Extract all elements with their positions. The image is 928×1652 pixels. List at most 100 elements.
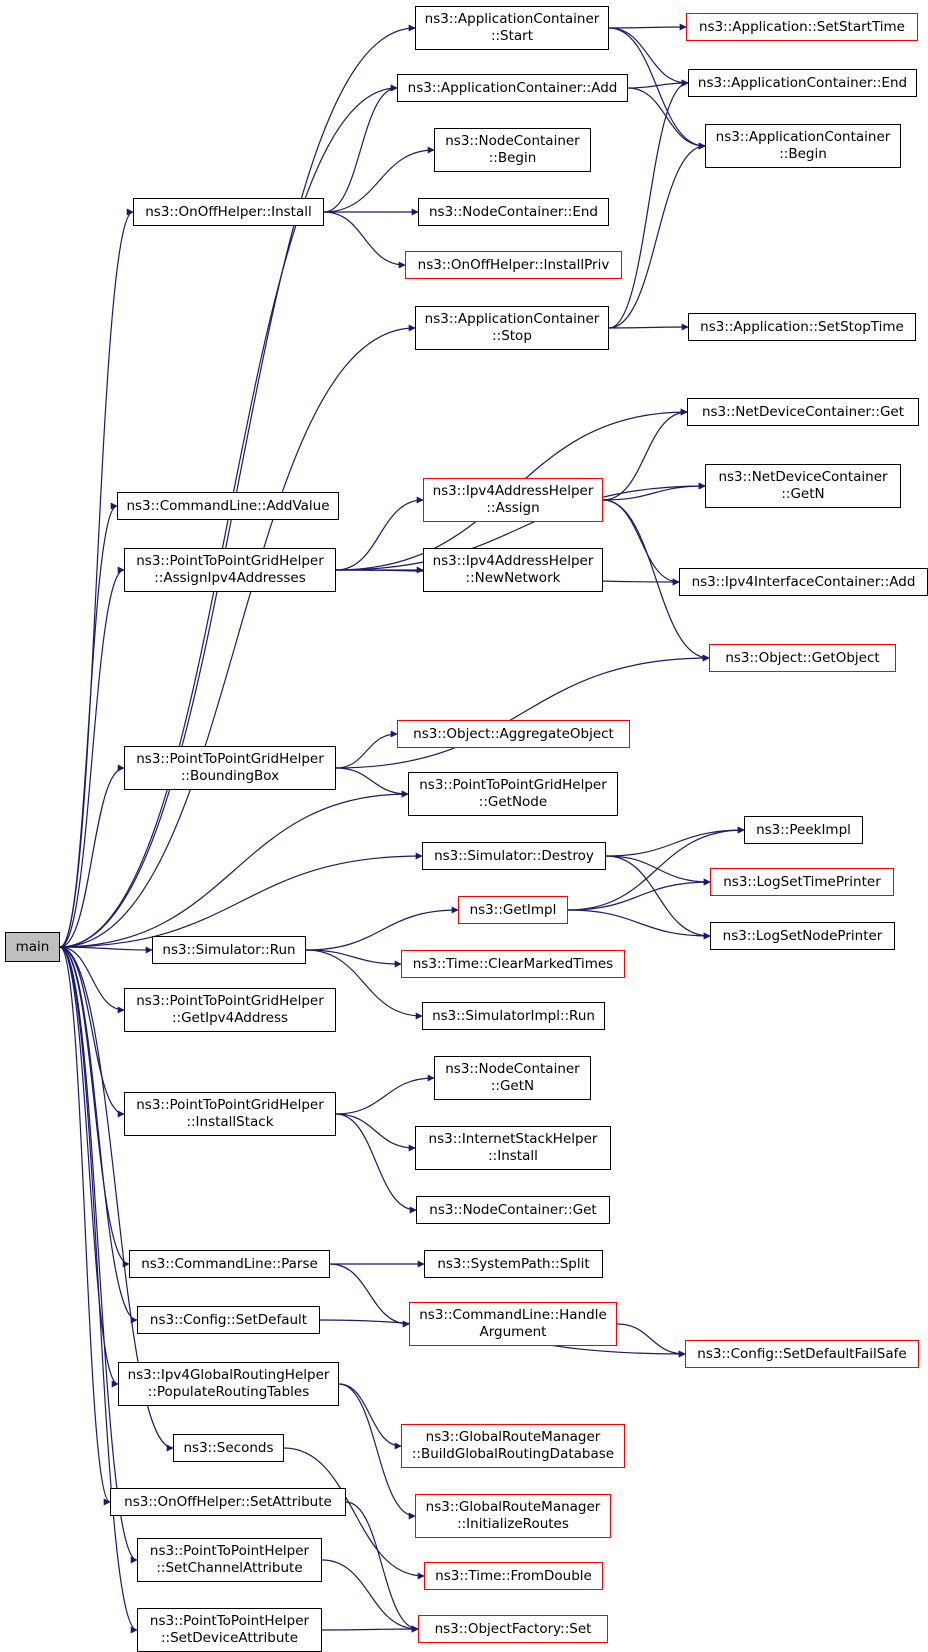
node-label: ::GetN — [781, 486, 825, 502]
edge-getimpl-to-logsetnode — [567, 909, 711, 940]
node-nc-begin[interactable]: ns3::NodeContainer::Begin — [434, 128, 591, 172]
node-label: ns3::CommandLine::Parse — [141, 1255, 318, 1272]
node-label: ns3::ObjectFactory::Set — [434, 1620, 592, 1637]
node-label: ns3::Seconds — [183, 1439, 274, 1456]
node-getimpl[interactable]: ns3::GetImpl — [458, 896, 568, 924]
node-ndc-getn[interactable]: ns3::NetDeviceContainer::GetN — [705, 464, 901, 508]
node-ipv4ic-add[interactable]: ns3::Ipv4InterfaceContainer::Add — [679, 568, 928, 596]
node-label: ns3::PointToPointGridHelper — [419, 777, 607, 793]
node-logsetnode[interactable]: ns3::LogSetNodePrinter — [710, 922, 895, 950]
edge-ipv4-assign-to-ipv4ic-add — [602, 499, 680, 586]
node-p2pg-getnode[interactable]: ns3::PointToPointGridHelper::GetNode — [408, 772, 618, 816]
edge-p2pg-bbox-to-obj-getobject — [335, 654, 710, 769]
edge-p2pg-installstack-to-ish-install — [335, 1113, 416, 1152]
node-p2pg-getipv4[interactable]: ns3::PointToPointGridHelper::GetIpv4Addr… — [124, 988, 336, 1032]
node-obj-getobject[interactable]: ns3::Object::GetObject — [709, 644, 896, 672]
node-app-start[interactable]: ns3::ApplicationContainer::Start — [415, 6, 609, 50]
node-app-begin[interactable]: ns3::ApplicationContainer::Begin — [705, 124, 901, 168]
edge-main-to-p2pg-installstack — [59, 946, 125, 1118]
edge-app-stop-to-app-begin — [608, 142, 706, 329]
node-label: main — [15, 938, 50, 955]
node-cmd-parse[interactable]: ns3::CommandLine::Parse — [129, 1250, 330, 1278]
node-label: ::BoundingBox — [180, 768, 280, 784]
node-cfg-failsafe[interactable]: ns3::Config::SetDefaultFailSafe — [685, 1340, 919, 1368]
edge-seconds-to-time-fromdouble — [283, 1447, 425, 1580]
node-label: ns3::GlobalRouteManager — [425, 1429, 601, 1445]
node-onoff-install[interactable]: ns3::OnOffHelper::Install — [133, 198, 324, 226]
node-label: ns3::OnOffHelper::InstallPriv — [417, 256, 610, 273]
node-app-add[interactable]: ns3::ApplicationContainer::Add — [397, 74, 628, 102]
edge-ipv4-assign-to-ndc-getn — [602, 482, 706, 501]
node-ndc-get[interactable]: ns3::NetDeviceContainer::Get — [687, 398, 919, 426]
edge-main-to-p2pg-getipv4 — [59, 946, 125, 1014]
node-objfactory-set[interactable]: ns3::ObjectFactory::Set — [418, 1615, 608, 1643]
node-cmd-addvalue[interactable]: ns3::CommandLine::AddValue — [117, 492, 339, 520]
node-label: ns3::PointToPointGridHelper — [136, 1097, 324, 1113]
node-nc-get[interactable]: ns3::NodeContainer::Get — [416, 1196, 610, 1224]
node-label: ns3::ApplicationContainer::Add — [407, 79, 618, 96]
node-grm-init[interactable]: ns3::GlobalRouteManager::InitializeRoute… — [415, 1494, 611, 1538]
node-label: ns3::Object::AggregateObject — [413, 725, 614, 742]
edge-main-to-onoff-setattr — [59, 946, 111, 1506]
edge-sim-destroy-to-peekimpl — [605, 826, 745, 857]
node-app-setstop[interactable]: ns3::Application::SetStopTime — [688, 313, 916, 341]
node-label: ns3::OnOffHelper::SetAttribute — [124, 1493, 332, 1510]
edge-app-stop-to-app-end — [608, 79, 689, 329]
edge-onoff-install-to-nc-begin — [323, 146, 435, 213]
node-time-clear[interactable]: ns3::Time::ClearMarkedTimes — [401, 950, 625, 978]
node-nc-getn[interactable]: ns3::NodeContainer::GetN — [434, 1056, 591, 1100]
edge-p2p-setchannel-to-objfactory-set — [321, 1559, 419, 1633]
node-grm-build[interactable]: ns3::GlobalRouteManager::BuildGlobalRout… — [401, 1424, 625, 1468]
node-simimpl-run[interactable]: ns3::SimulatorImpl::Run — [422, 1002, 605, 1030]
node-seconds[interactable]: ns3::Seconds — [173, 1434, 284, 1462]
node-app-stop[interactable]: ns3::ApplicationContainer::Stop — [415, 306, 609, 350]
node-label: ns3::NodeContainer::Get — [429, 1201, 597, 1218]
node-label: ns3::GlobalRouteManager — [425, 1499, 601, 1515]
node-app-end[interactable]: ns3::ApplicationContainer::End — [688, 69, 917, 97]
node-label: ns3::Simulator::Run — [162, 941, 296, 958]
edge-getimpl-to-logsettime — [567, 878, 711, 911]
node-label: ns3::Config::SetDefaultFailSafe — [697, 1345, 907, 1362]
node-p2pg-assign[interactable]: ns3::PointToPointGridHelper::AssignIpv4A… — [124, 548, 336, 592]
edge-app-start-to-app-begin — [608, 27, 706, 150]
edge-main-to-ipv4grh-populate — [59, 946, 119, 1388]
node-ish-install[interactable]: ns3::InternetStackHelper::Install — [415, 1126, 611, 1170]
node-label: ns3::Time::ClearMarkedTimes — [412, 955, 614, 972]
node-label: Argument — [479, 1324, 547, 1340]
node-label: ::PopulateRoutingTables — [147, 1384, 310, 1400]
node-cfg-setdefault[interactable]: ns3::Config::SetDefault — [137, 1306, 320, 1334]
node-obj-aggregate[interactable]: ns3::Object::AggregateObject — [397, 720, 630, 748]
edge-app-add-to-app-begin — [627, 87, 706, 150]
node-sim-destroy[interactable]: ns3::Simulator::Destroy — [422, 842, 606, 870]
node-onoff-setattr[interactable]: ns3::OnOffHelper::SetAttribute — [110, 1488, 346, 1516]
node-label: ::NewNetwork — [465, 570, 561, 586]
node-ipv4-assign[interactable]: ns3::Ipv4AddressHelper::Assign — [423, 478, 603, 522]
edge-cmd-handle-to-cfg-failsafe — [616, 1323, 686, 1358]
node-p2p-setdevice[interactable]: ns3::PointToPointHelper::SetDeviceAttrib… — [137, 1608, 322, 1652]
node-label: ns3::ApplicationContainer — [715, 129, 891, 145]
edge-sim-run-to-time-clear — [305, 949, 402, 968]
node-nc-end[interactable]: ns3::NodeContainer::End — [418, 198, 609, 226]
node-peekimpl[interactable]: ns3::PeekImpl — [744, 816, 863, 844]
node-p2pg-bbox[interactable]: ns3::PointToPointGridHelper::BoundingBox — [124, 746, 336, 790]
node-onoff-installpriv[interactable]: ns3::OnOffHelper::InstallPriv — [405, 251, 622, 279]
node-sim-run[interactable]: ns3::Simulator::Run — [152, 936, 306, 964]
node-label: ns3::ApplicationContainer::End — [697, 74, 908, 91]
node-p2p-setchannel[interactable]: ns3::PointToPointHelper::SetChannelAttri… — [137, 1538, 322, 1582]
edge-ipv4grh-populate-to-grm-build — [338, 1383, 402, 1450]
node-ipv4grh-populate[interactable]: ns3::Ipv4GlobalRoutingHelper::PopulateRo… — [118, 1362, 339, 1406]
node-label: ns3::PointToPointGridHelper — [136, 751, 324, 767]
node-label: ns3::PointToPointGridHelper — [136, 553, 324, 569]
node-ipv4-newnet[interactable]: ns3::Ipv4AddressHelper::NewNetwork — [423, 548, 603, 592]
node-logsettime[interactable]: ns3::LogSetTimePrinter — [710, 868, 894, 896]
node-sp-split[interactable]: ns3::SystemPath::Split — [424, 1250, 603, 1278]
node-app-setstart[interactable]: ns3::Application::SetStartTime — [686, 13, 918, 41]
node-p2pg-installstack[interactable]: ns3::PointToPointGridHelper::InstallStac… — [124, 1092, 336, 1136]
node-time-fromdouble[interactable]: ns3::Time::FromDouble — [424, 1562, 603, 1590]
node-label: ::Assign — [486, 500, 540, 516]
edge-sim-destroy-to-logsetnode — [605, 855, 711, 940]
edge-p2pg-installstack-to-nc-get — [335, 1113, 417, 1214]
node-label: ns3::PointToPointHelper — [149, 1543, 310, 1559]
node-label: ns3::CommandLine::Handle — [419, 1307, 607, 1323]
